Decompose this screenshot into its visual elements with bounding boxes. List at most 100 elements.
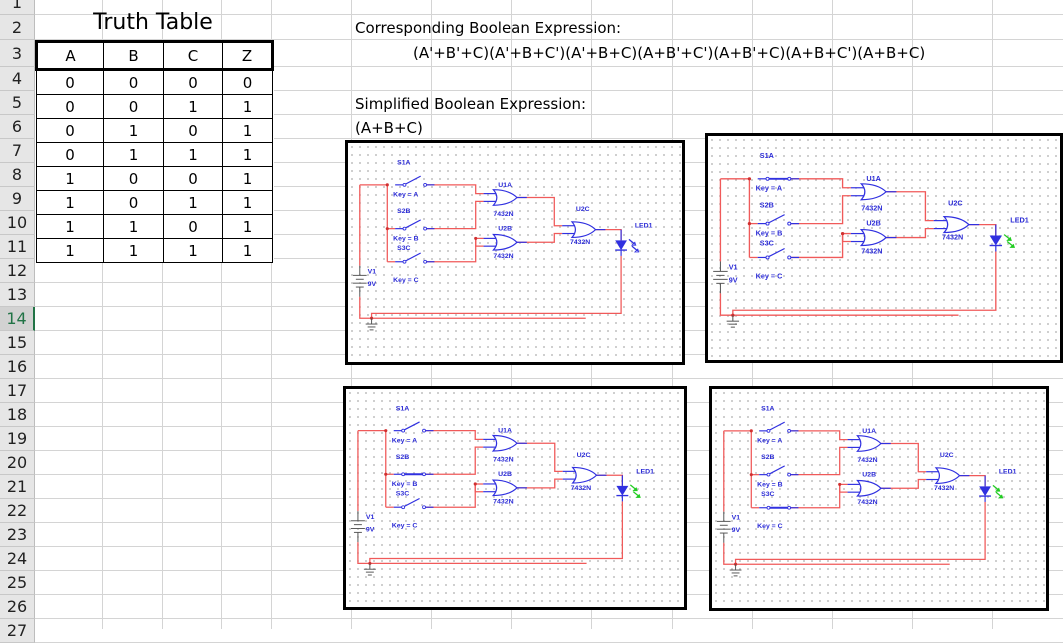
switch-key-c: Key = C (392, 523, 418, 530)
truth-table-cell[interactable]: 1 (222, 190, 273, 215)
truth-table-cell[interactable]: 1 (163, 190, 223, 215)
led-triangle (615, 240, 627, 251)
row-header[interactable]: 21 (0, 475, 35, 499)
row-header[interactable]: 12 (0, 259, 35, 283)
junction-dot (747, 177, 752, 181)
wire (426, 200, 484, 230)
truth-table-cell[interactable]: 1 (222, 142, 273, 167)
row-header[interactable]: 7 (0, 139, 35, 163)
truth-table-cell[interactable]: 0 (36, 69, 104, 95)
row-header[interactable]: 15 (0, 331, 35, 355)
row-header[interactable]: 1 (0, 0, 35, 15)
truth-table-cell[interactable]: 1 (103, 214, 164, 239)
ground-icon (363, 563, 376, 576)
row-header[interactable]: 5 (0, 91, 35, 115)
truth-table-cell[interactable]: 0 (163, 166, 223, 191)
battery-icon (713, 261, 728, 294)
wire (959, 474, 986, 487)
corresponding-expression-label[interactable]: Corresponding Boolean Expression: (355, 19, 622, 37)
header-a[interactable]: A (35, 40, 104, 71)
truth-table-cell[interactable]: 1 (163, 94, 223, 119)
truth-table-cell[interactable]: 1 (222, 214, 273, 239)
truth-table-cell[interactable]: 1 (36, 214, 104, 239)
led-ray-arrow (997, 494, 1004, 499)
simplified-expression-label[interactable]: Simplified Boolean Expression: (355, 95, 587, 113)
row-header[interactable]: 25 (0, 571, 35, 595)
truth-table-cell[interactable]: 0 (36, 94, 104, 119)
truth-table-cell[interactable]: 0 (103, 94, 164, 119)
truth-table-cell[interactable]: 1 (103, 118, 164, 143)
truth-table-cell[interactable]: 1 (222, 94, 273, 119)
row-header[interactable]: 8 (0, 163, 35, 187)
row-header[interactable]: 4 (0, 67, 35, 91)
row-header[interactable]: 20 (0, 451, 35, 475)
gridline-row (35, 14, 1063, 15)
row-header[interactable]: 3 (0, 40, 35, 67)
truth-table-cell[interactable]: 1 (222, 118, 273, 143)
truth-table-cell[interactable]: 0 (36, 118, 104, 143)
switch-key-c: Key = C (757, 523, 782, 530)
truth-table-cell[interactable]: 1 (36, 166, 104, 191)
row-header[interactable]: 19 (0, 427, 35, 451)
header-c[interactable]: C (163, 40, 223, 71)
row-header[interactable]: 13 (0, 283, 35, 307)
switch-label-s1a: S1A (397, 159, 410, 166)
row-header[interactable]: 27 (0, 619, 35, 643)
row-header[interactable]: 11 (0, 235, 35, 259)
truth-table-cell[interactable]: 0 (103, 69, 164, 95)
row-header[interactable]: 23 (0, 523, 35, 547)
led-label: LED1 (636, 468, 654, 475)
truth-table-cell[interactable]: 0 (36, 142, 104, 167)
header-z[interactable]: Z (222, 40, 274, 71)
truth-table-cell[interactable]: 0 (163, 118, 223, 143)
truth-table-cell[interactable]: 0 (103, 166, 164, 191)
truth-table-cell[interactable]: 1 (103, 142, 164, 167)
corresponding-expression-value[interactable]: (A'+B'+C)(A'+B+C')(A'+B+C)(A+B'+C')(A+B'… (413, 44, 926, 62)
row-header[interactable]: 16 (0, 355, 35, 379)
row-header[interactable]: 6 (0, 115, 35, 139)
row-header[interactable]: 18 (0, 403, 35, 427)
row-header[interactable]: 26 (0, 595, 35, 619)
wire (841, 233, 851, 243)
battery-label: V1 (366, 514, 375, 521)
battery-label: V1 (732, 514, 741, 521)
truth-table-cell[interactable]: 1 (103, 238, 164, 263)
row-header[interactable]: 17 (0, 379, 35, 403)
truth-table-cell[interactable]: 1 (36, 190, 104, 215)
switch-contact (422, 505, 426, 510)
simplified-expression-value[interactable]: (A+B+C) (355, 119, 423, 137)
truth-table-cell[interactable]: 1 (222, 238, 273, 263)
row-header[interactable]: 14 (0, 307, 35, 331)
row-header[interactable]: 2 (0, 15, 35, 40)
gate-label-u2b: U2B (862, 472, 876, 479)
wire (880, 442, 927, 473)
truth-table-cell[interactable]: 0 (222, 69, 273, 95)
row-header[interactable]: 9 (0, 187, 35, 211)
gridline-column (271, 0, 272, 629)
switch-contact (423, 182, 428, 187)
switch-blade-open (404, 497, 420, 507)
truth-table-cell[interactable]: 0 (103, 190, 164, 215)
wire (474, 483, 484, 493)
truth-table-cell[interactable]: 0 (163, 69, 223, 95)
or-gate-u2c (562, 221, 606, 238)
wire (719, 293, 959, 316)
or-gate-u2b (483, 233, 527, 251)
header-b[interactable]: B (103, 40, 164, 71)
truth-table-cell[interactable]: 1 (163, 142, 223, 167)
truth-table-cell[interactable]: 0 (163, 214, 223, 239)
row-header[interactable]: 22 (0, 499, 35, 523)
truth-table-cell[interactable]: 1 (222, 166, 273, 191)
truth-table-cell[interactable]: 1 (163, 238, 223, 263)
led-label: LED1 (1010, 217, 1029, 225)
switch (395, 219, 435, 231)
row-header[interactable]: 10 (0, 211, 35, 235)
row-header[interactable]: 24 (0, 547, 35, 571)
truth-table-cell[interactable]: 1 (36, 238, 104, 263)
